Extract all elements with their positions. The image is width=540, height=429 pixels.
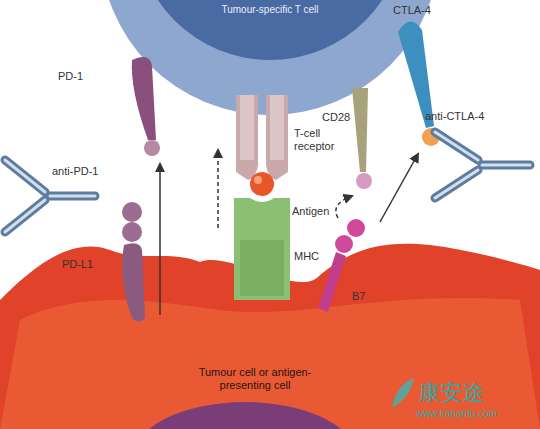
- cell-label: Tumour-specific T cell: [220, 4, 320, 16]
- molecule-label: CTLA-4: [393, 4, 431, 17]
- molecule-label: T-cell receptor: [294, 127, 342, 152]
- watermark: www.kanantu.com: [416, 408, 497, 420]
- watermark: 康安途: [418, 380, 484, 405]
- molecule-label: PD-L1: [62, 258, 93, 271]
- molecule-label: anti-PD-1: [52, 165, 98, 178]
- molecule-label: CD28: [322, 111, 350, 124]
- molecule-label: Antigen: [292, 205, 329, 218]
- molecule-label: MHC: [294, 250, 319, 263]
- cell-label: Tumour cell or antigen-presenting cell: [175, 366, 335, 391]
- molecule-label: B7: [352, 290, 365, 303]
- molecule-label: PD-1: [58, 70, 83, 83]
- molecule-label: anti-CTLA-4: [425, 110, 484, 123]
